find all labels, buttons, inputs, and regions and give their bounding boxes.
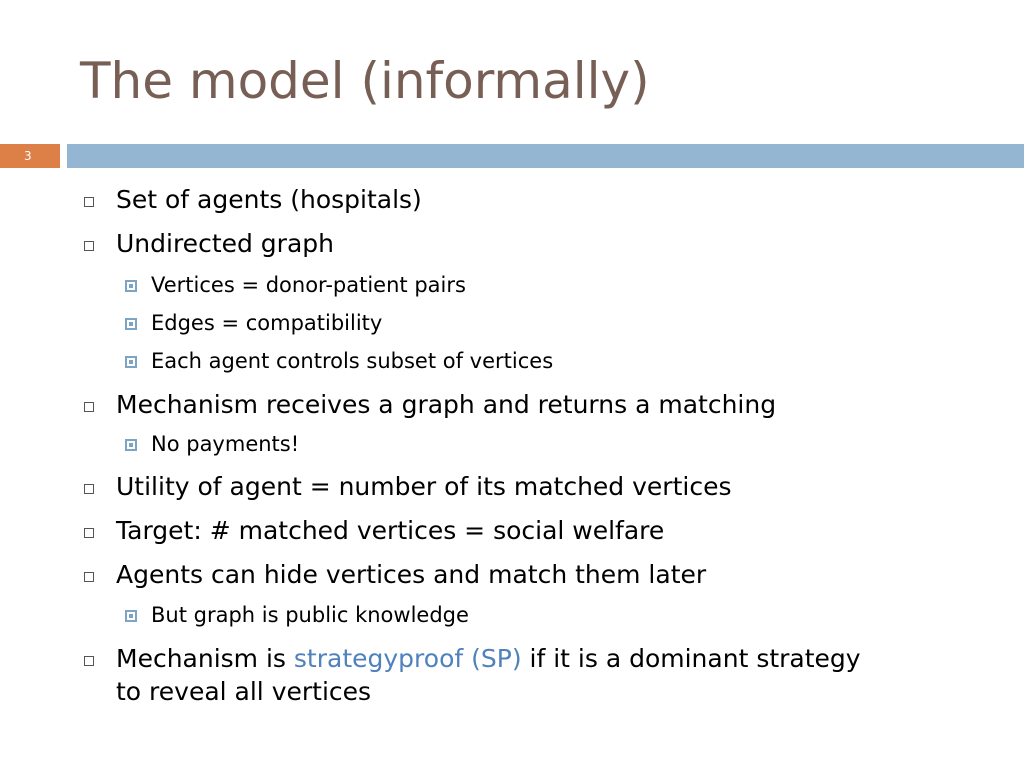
sub-bullet-square-icon — [125, 610, 137, 622]
slide-number: 3 — [24, 149, 32, 163]
bullet-square-icon — [84, 241, 94, 251]
bullet-square-icon — [84, 484, 94, 494]
bullet-square-icon — [84, 656, 94, 666]
bullet-text-part: if it is a dominant strategy — [521, 644, 861, 673]
slide-number-box: 3 — [0, 144, 60, 168]
header-bar — [67, 144, 1024, 168]
sub-bullet-square-icon — [125, 439, 137, 451]
bullet-item-continuation: to reveal all vertices — [116, 677, 372, 706]
bullet-square-icon — [84, 402, 94, 412]
bullet-item: Agents can hide vertices and match them … — [116, 560, 707, 589]
bullet-item: Set of agents (hospitals) — [116, 185, 422, 214]
bullet-square-icon — [84, 528, 94, 538]
sub-bullet-item: Each agent controls subset of vertices — [151, 349, 554, 373]
bullet-text-part: Mechanism is — [116, 644, 294, 673]
sub-bullet-square-icon — [125, 356, 137, 368]
highlighted-term: strategyproof (SP) — [293, 644, 522, 673]
bullet-item: Mechanism receives a graph and returns a… — [116, 390, 777, 419]
sub-bullet-item: Edges = compatibility — [151, 311, 383, 335]
bullet-item: Utility of agent = number of its matched… — [116, 472, 732, 501]
bullet-item: Target: # matched vertices = social welf… — [116, 516, 665, 545]
sub-bullet-item: But graph is public knowledge — [151, 603, 469, 627]
sub-bullet-square-icon — [125, 280, 137, 292]
bullet-square-icon — [84, 572, 94, 582]
sub-bullet-item: Vertices = donor-patient pairs — [151, 273, 466, 297]
sub-bullet-item: No payments! — [151, 432, 300, 456]
bullet-item: Mechanism is strategyproof (SP) if it is… — [116, 643, 861, 675]
sub-bullet-square-icon — [125, 318, 137, 330]
bullet-square-icon — [84, 197, 94, 207]
bullet-item: Undirected graph — [116, 229, 334, 258]
slide-title: The model (informally) — [80, 52, 650, 110]
